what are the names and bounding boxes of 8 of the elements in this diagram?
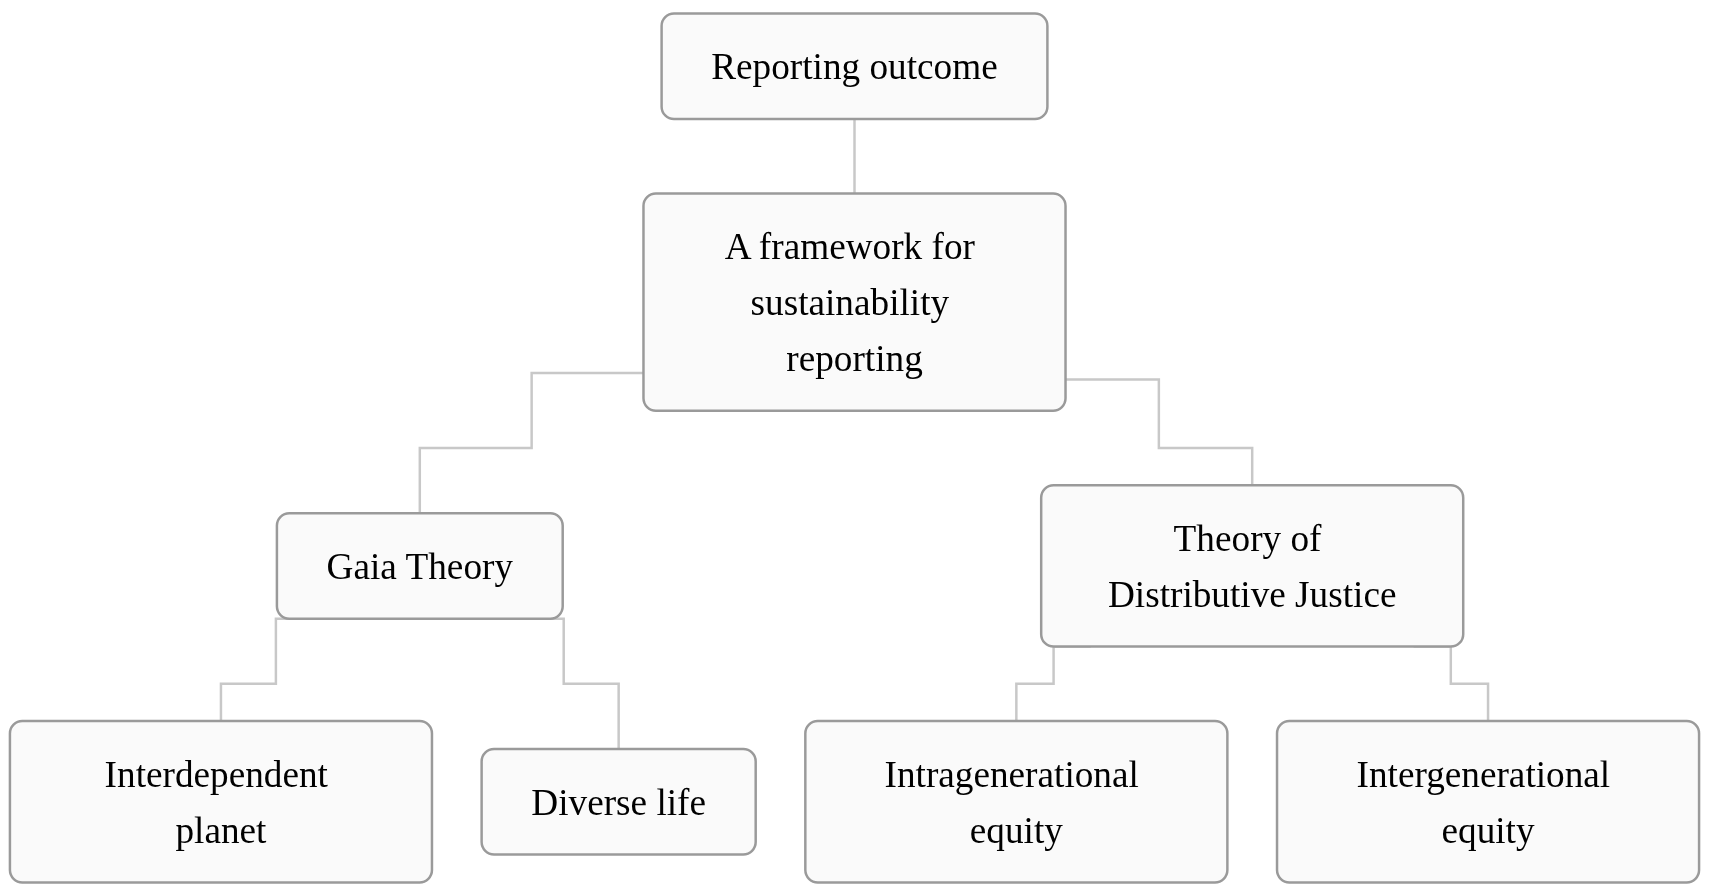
node-box: Theory of Distributive Justice xyxy=(1039,484,1465,648)
node-box: Intergenerational equity xyxy=(1275,719,1701,884)
node-box: Reporting outcome xyxy=(660,12,1049,121)
node-box: Intragenerational equity xyxy=(804,719,1229,884)
node-box: A framework for sustainability reporting xyxy=(642,192,1067,412)
node-box: Gaia Theory xyxy=(275,511,564,620)
node-box: Interdependent planet xyxy=(8,719,434,884)
node-box: Diverse life xyxy=(480,747,757,856)
